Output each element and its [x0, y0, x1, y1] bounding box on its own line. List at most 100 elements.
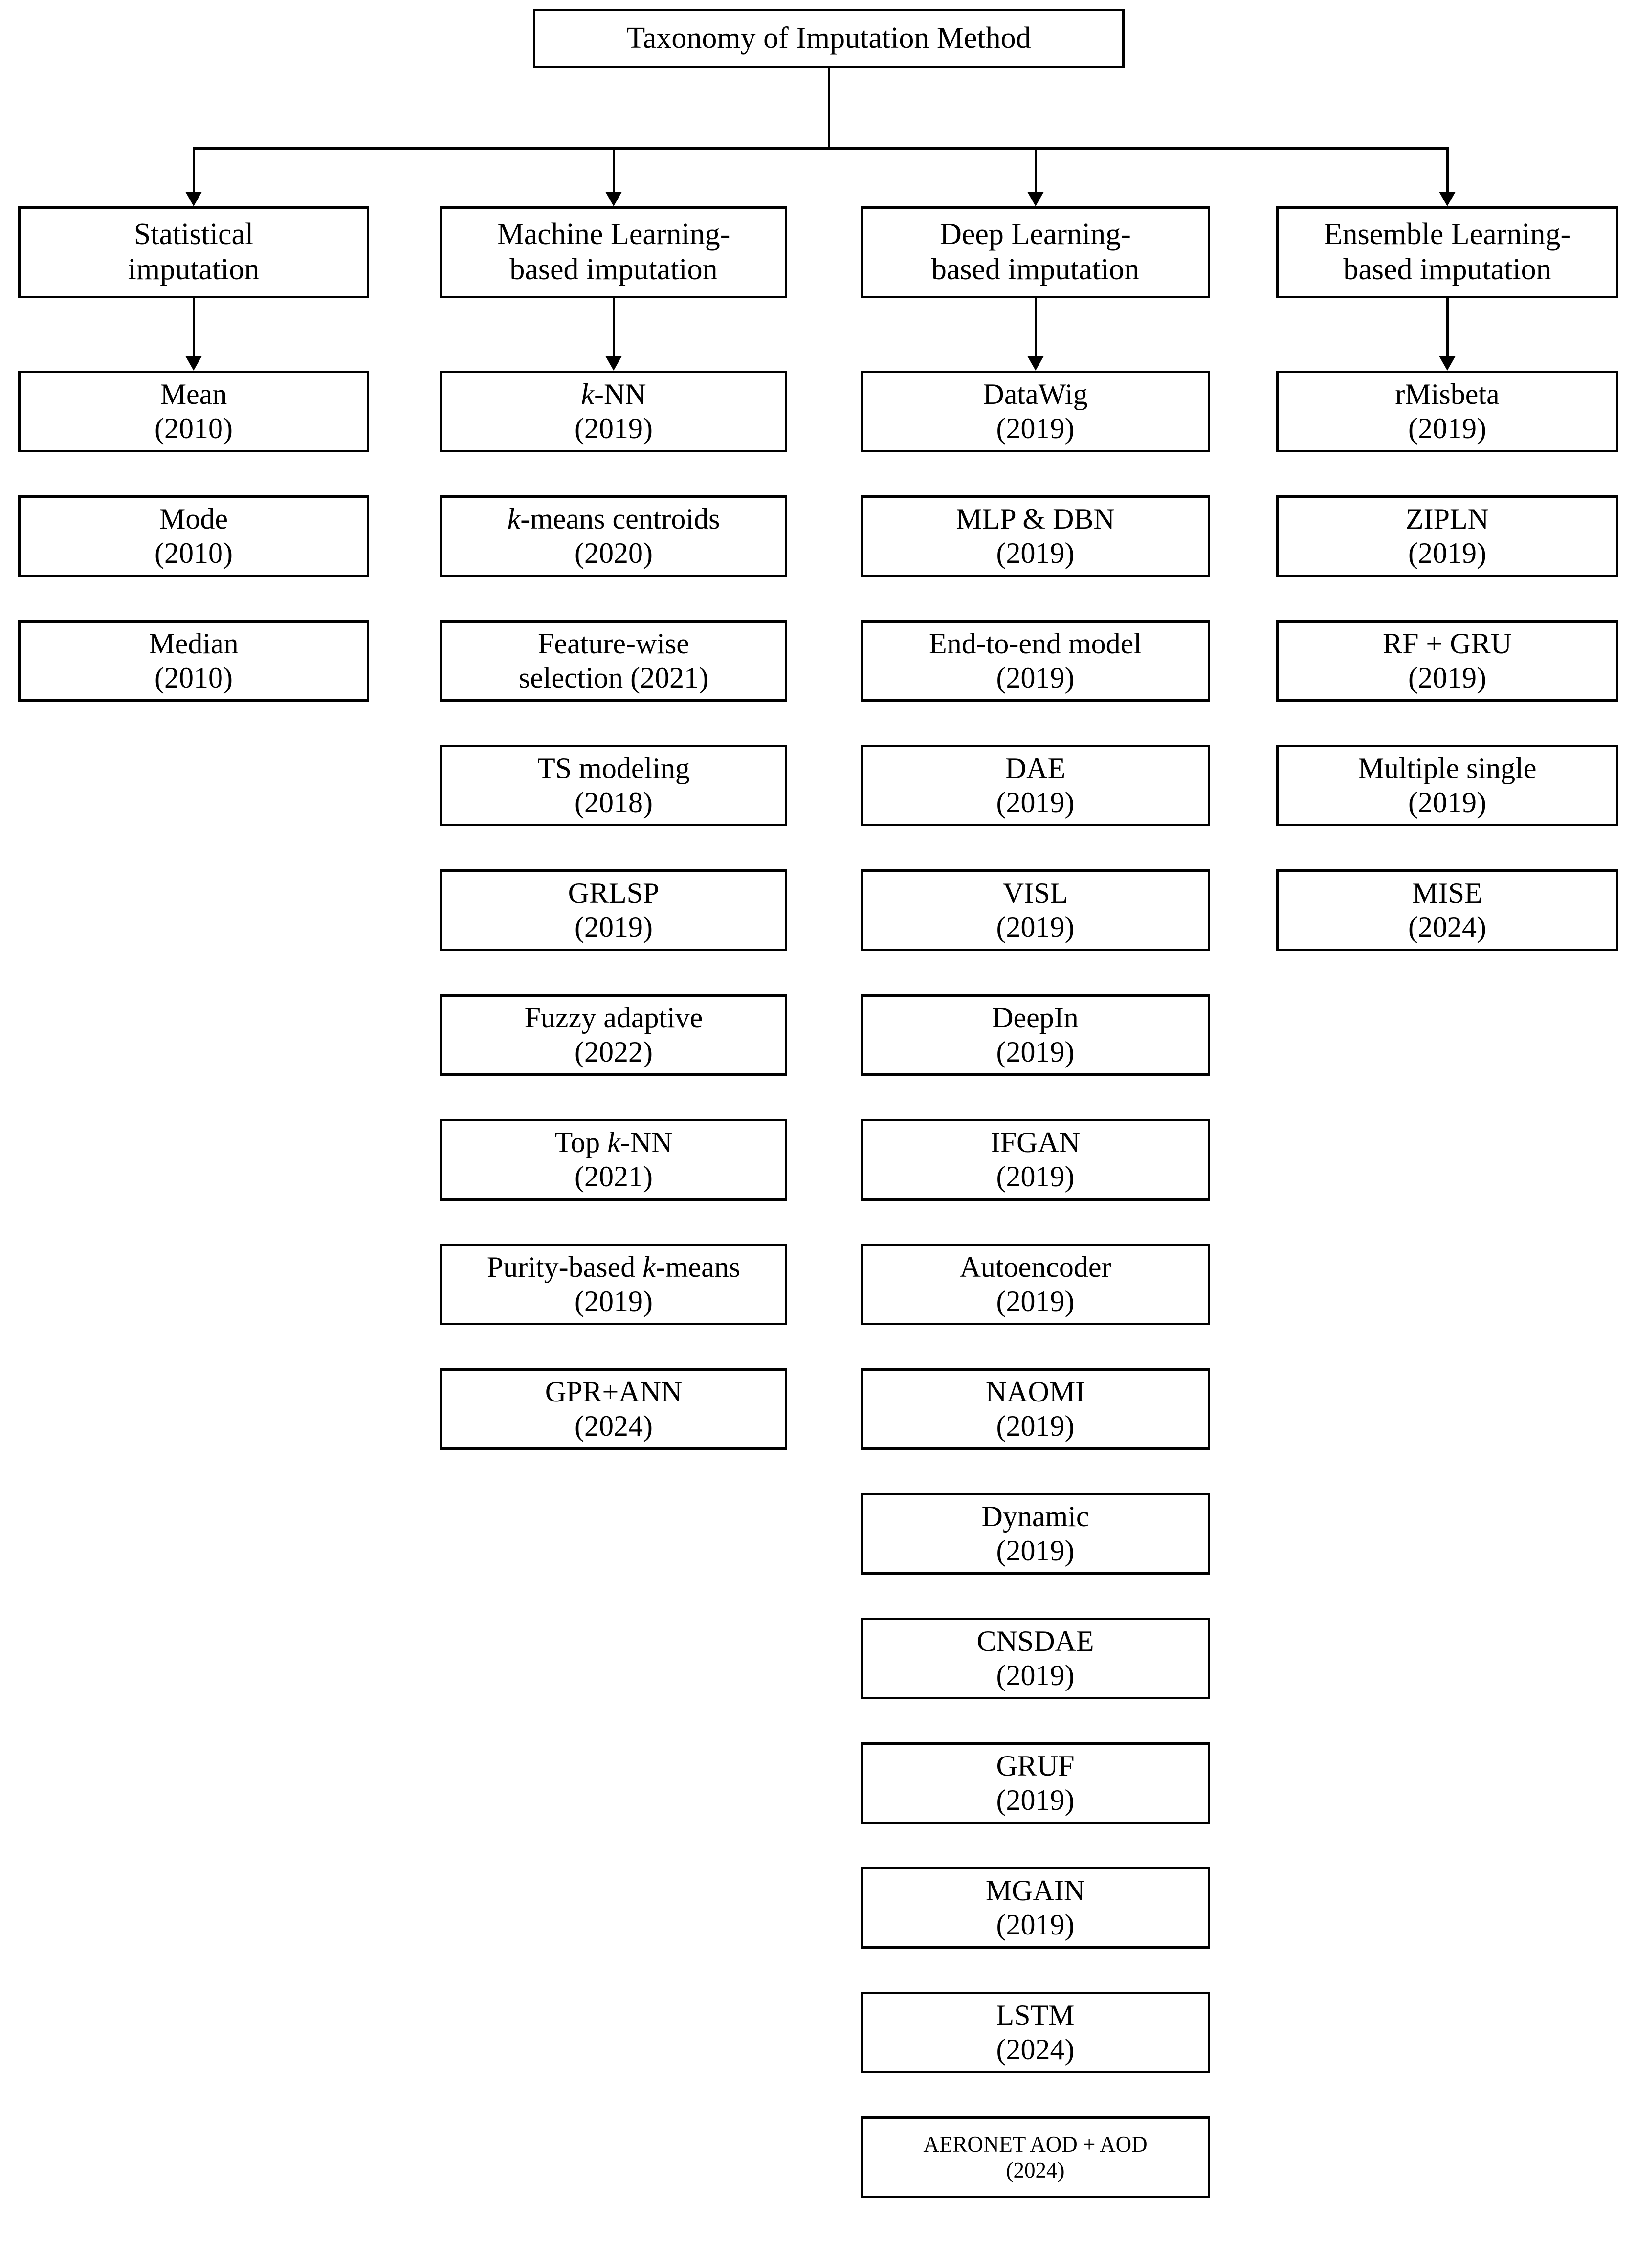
- arrowhead-icon: [1439, 192, 1456, 206]
- method-node[interactable]: GRLSP(2019): [440, 869, 787, 951]
- method-name: GPR+ANN: [545, 1375, 683, 1408]
- method-node[interactable]: GPR+ANN(2024): [440, 1368, 787, 1450]
- category-label-line2: based imputation: [1343, 253, 1551, 286]
- method-node[interactable]: DAE(2019): [861, 745, 1210, 826]
- method-year: (2019): [1408, 536, 1486, 569]
- method-name: DAE: [1005, 752, 1066, 784]
- method-year: (2010): [155, 661, 233, 694]
- method-year: (2024): [1006, 2157, 1065, 2182]
- root-node[interactable]: Taxonomy of Imputation Method: [533, 9, 1125, 68]
- method-node[interactable]: Purity-based k-means(2019): [440, 1244, 787, 1325]
- arrowhead-icon: [185, 192, 202, 206]
- method-node[interactable]: Multiple single(2019): [1276, 745, 1618, 826]
- method-year: (2019): [996, 1285, 1075, 1317]
- category-to-first-leaf-connector-statistical: [193, 298, 195, 358]
- method-node[interactable]: rMisbeta(2019): [1276, 371, 1618, 452]
- category-label-line1: Machine Learning-: [497, 218, 730, 251]
- method-name: TS modeling: [537, 752, 690, 784]
- method-node[interactable]: NAOMI(2019): [861, 1368, 1210, 1450]
- method-name: End-to-end model: [929, 627, 1142, 660]
- method-year: (2019): [996, 1908, 1075, 1941]
- method-node[interactable]: LSTM(2024): [861, 1992, 1210, 2073]
- method-name: DataWig: [983, 378, 1088, 410]
- method-name: VISL: [1002, 876, 1068, 909]
- method-year: (2019): [996, 412, 1075, 445]
- italic-k-symbol: k: [507, 502, 521, 535]
- method-name: Fuzzy adaptive: [524, 1001, 703, 1034]
- category-node-ensemble-learning[interactable]: Ensemble Learning-based imputation: [1276, 206, 1618, 298]
- method-node[interactable]: MLP & DBN(2019): [861, 495, 1210, 577]
- method-name: Multiple single: [1358, 752, 1537, 784]
- method-node[interactable]: End-to-end model(2019): [861, 620, 1210, 702]
- method-year: (2019): [996, 536, 1075, 569]
- method-node[interactable]: ZIPLN(2019): [1276, 495, 1618, 577]
- method-node[interactable]: TS modeling(2018): [440, 745, 787, 826]
- method-node[interactable]: MISE(2024): [1276, 869, 1618, 951]
- method-node[interactable]: DataWig(2019): [861, 371, 1210, 452]
- method-year: (2018): [575, 786, 653, 819]
- category-node-deep-learning[interactable]: Deep Learning-based imputation: [861, 206, 1210, 298]
- method-name: GRLSP: [568, 876, 660, 909]
- method-node[interactable]: GRUF(2019): [861, 1742, 1210, 1824]
- method-year: (2019): [1408, 661, 1486, 694]
- arrowhead-icon: [185, 356, 202, 371]
- method-name: MISE: [1412, 876, 1482, 909]
- method-name: GRUF: [996, 1749, 1075, 1782]
- category-bus-connector: [194, 147, 1447, 150]
- category-node-machine-learning[interactable]: Machine Learning-based imputation: [440, 206, 787, 298]
- method-node[interactable]: k-means centroids(2020): [440, 495, 787, 577]
- method-name: DeepIn: [992, 1001, 1079, 1034]
- category-to-first-leaf-connector-ensemble-learning: [1446, 298, 1449, 358]
- category-label-line1: Statistical: [133, 218, 254, 251]
- method-name: NAOMI: [985, 1375, 1085, 1408]
- italic-k-symbol: k: [642, 1250, 656, 1283]
- method-node[interactable]: CNSDAE(2019): [861, 1618, 1210, 1699]
- method-year: (2024): [575, 1409, 653, 1442]
- method-name: Purity-based k-means: [486, 1250, 741, 1283]
- method-name: Median: [149, 627, 239, 660]
- method-node[interactable]: DeepIn(2019): [861, 994, 1210, 1076]
- method-year: (2019): [1408, 786, 1486, 819]
- method-year: (2019): [996, 661, 1075, 694]
- arrowhead-icon: [1027, 192, 1044, 206]
- method-name: RF + GRU: [1383, 627, 1512, 660]
- method-year: (2019): [996, 1534, 1075, 1567]
- method-node[interactable]: VISL(2019): [861, 869, 1210, 951]
- method-year: (2019): [996, 1035, 1075, 1068]
- bus-to-category-connector-machine-learning: [613, 147, 615, 194]
- method-year: (2022): [575, 1035, 653, 1068]
- method-node[interactable]: Top k-NN(2021): [440, 1119, 787, 1201]
- method-node[interactable]: Median(2010): [18, 620, 369, 702]
- italic-k-symbol: k: [607, 1126, 620, 1158]
- root-trunk-connector: [828, 68, 830, 150]
- category-label-line1: Ensemble Learning-: [1324, 218, 1571, 251]
- method-name: IFGAN: [990, 1126, 1081, 1158]
- method-node[interactable]: AERONET AOD + AOD(2024): [861, 2116, 1210, 2198]
- method-name: MLP & DBN: [956, 502, 1115, 535]
- method-year: (2019): [996, 1160, 1075, 1193]
- method-year: (2021): [575, 1160, 653, 1193]
- method-node[interactable]: IFGAN(2019): [861, 1119, 1210, 1201]
- method-node[interactable]: k-NN(2019): [440, 371, 787, 452]
- bus-to-category-connector-ensemble-learning: [1446, 147, 1449, 194]
- method-year: (2024): [1408, 911, 1486, 943]
- method-name: Mode: [159, 502, 228, 535]
- method-node[interactable]: MGAIN(2019): [861, 1867, 1210, 1949]
- method-node[interactable]: RF + GRU(2019): [1276, 620, 1618, 702]
- method-node[interactable]: Fuzzy adaptive(2022): [440, 994, 787, 1076]
- category-to-first-leaf-connector-deep-learning: [1034, 298, 1037, 358]
- method-name: k-means centroids: [507, 502, 720, 535]
- method-year: (2019): [1408, 412, 1486, 445]
- arrowhead-icon: [1439, 356, 1456, 371]
- method-node[interactable]: Mode(2010): [18, 495, 369, 577]
- method-node[interactable]: Mean(2010): [18, 371, 369, 452]
- method-year: (2020): [575, 536, 653, 569]
- method-node[interactable]: Autoencoder(2019): [861, 1244, 1210, 1325]
- method-year: selection (2021): [518, 661, 709, 694]
- method-node[interactable]: Dynamic(2019): [861, 1493, 1210, 1575]
- method-name: MGAIN: [985, 1874, 1085, 1907]
- method-year: (2019): [575, 911, 653, 943]
- method-name: AERONET AOD + AOD: [923, 2132, 1148, 2157]
